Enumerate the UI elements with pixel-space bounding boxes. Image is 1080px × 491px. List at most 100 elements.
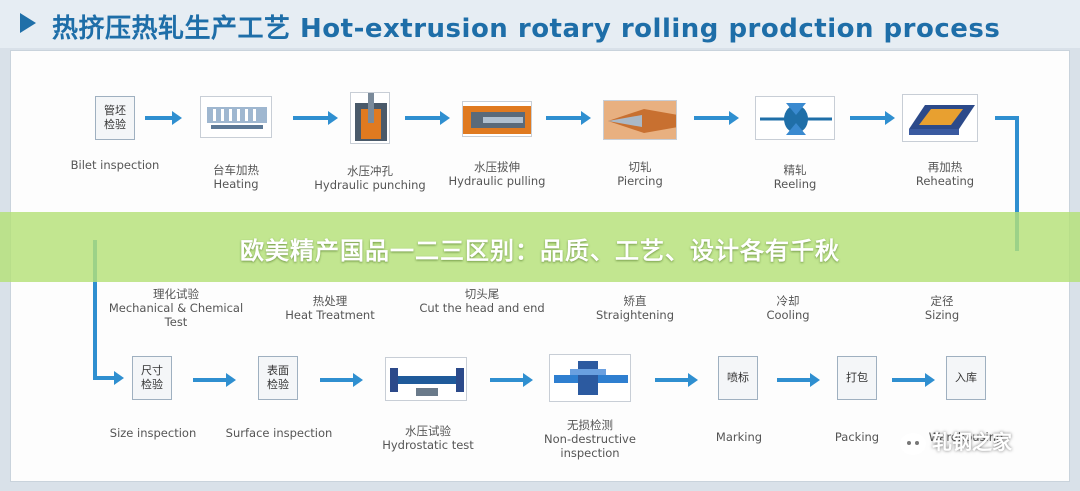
step-label-cn: 定径 [930,294,954,308]
packing-box-text: 打包 [846,371,868,384]
hydrostatic-test-image [385,357,467,401]
billet-inspection-box-text: 管坯检验 [104,104,126,131]
step-label-en: Marking [715,430,763,444]
step-label-cn: 切轧 [628,160,652,174]
ndt-scanner-icon [554,361,628,395]
page-title: 热挤压热轧生产工艺 Hot-extrusion rotary rolling p… [52,14,1001,44]
step-label-en: Reheating [915,174,975,188]
step-label-en: Hydrostatic test [382,438,474,452]
piercing-mill-icon [604,101,676,139]
packing-box: 打包 [837,356,877,400]
step-label-en: Bilet inspection [70,158,160,172]
flow-arrow [490,373,533,387]
step-label: Packing [787,430,927,444]
pulling-die-icon [463,106,531,134]
step-label-cn: 矫直 [623,294,647,308]
punch-press-icon [355,93,387,141]
warehousing-box: 入库 [946,356,986,400]
step-label-en: Hydraulic pulling [448,174,546,188]
overlay-banner: 欧美精产国品一二三区别：品质、工艺、设计各有千秋 [0,212,1080,282]
step-label: Warehousing [896,430,1036,444]
flow-arrow [145,111,182,125]
step-label-en: Reeling [773,177,817,191]
flow-arrow [777,373,820,387]
billet-inspection-box: 管坯检验 [95,96,135,140]
step-label-en: Surface inspection [225,426,333,440]
step-label-en: Packing [834,430,880,444]
flow-arrow [546,111,591,125]
step-label-en: Warehousing [928,430,1004,444]
marking-box: 喷标 [718,356,758,400]
step-label-en: Heat Treatment [285,308,375,322]
watermark-text: 轧钢之家 [932,430,1012,454]
step-label-cn: 热处理 [312,294,348,308]
hydraulic-pulling-image [462,101,532,137]
non-destructive-image [549,354,631,402]
reheating-furnace-icon [909,105,975,135]
step-label-cn: 冷却 [776,294,800,308]
step-label-en: Hydraulic punching [314,178,426,192]
step-label-en: Cut the head and end [419,301,545,315]
flow-arrow [850,111,895,125]
step-label: Size inspection [83,426,223,440]
reheating-image [902,94,978,142]
overlay-banner-text: 欧美精产国品一二三区别：品质、工艺、设计各有千秋 [240,237,840,265]
step-label-en: Sizing [924,308,960,322]
step-label: Marking [669,430,809,444]
flow-arrow [892,373,935,387]
step-label-en: Piercing [617,174,663,188]
step-label-en: Non-destructive inspection [544,432,636,460]
flow-arrow [93,371,124,385]
connector-line [1015,116,1019,251]
step-label-en: Heating [213,177,259,191]
connector-line [93,240,97,380]
flow-arrow [320,373,363,387]
step-label-cn: 水压拔伸 [474,160,520,174]
heating-image [200,96,272,138]
surface-inspection-box-text: 表面检验 [267,364,289,391]
hydrostatic-tester-icon [390,368,464,396]
flow-arrow [193,373,236,387]
step-label-cn: 台车加热 [213,163,259,177]
step-label: Surface inspection [209,426,349,440]
step-label-cn: 理化试验 [153,287,199,301]
step-label-cn: 无损检测 [567,418,613,432]
step-label: Bilet inspection [45,158,185,172]
flow-arrow [694,111,739,125]
step-label-cn: 水压冲孔 [347,164,393,178]
flow-arrow [405,111,450,125]
piercing-image [603,100,677,140]
header-bar: 热挤压热轧生产工艺 Hot-extrusion rotary rolling p… [0,0,1080,48]
watermark: 轧钢之家 [900,426,1012,455]
step-label-en: Mechanical & Chemical Test [108,301,244,329]
reeling-mill-icon [760,103,832,135]
marking-box-text: 喷标 [727,371,749,384]
surface-inspection-box: 表面检验 [258,356,298,400]
size-inspection-box: 尺寸检验 [132,356,172,400]
connector-line [995,116,1019,120]
reeling-image [755,96,835,140]
warehousing-box-text: 入库 [955,371,977,384]
step-label-cn: 再加热 [927,160,963,174]
step-label-cn: 水压试验 [405,424,451,438]
step-label-en: Size inspection [109,426,197,440]
hydraulic-punching-image [350,92,390,144]
heating-furnace-icon [207,107,267,129]
flow-arrow [293,111,338,125]
step-label-en: Cooling [766,308,810,322]
step-label-en: Straightening [595,308,675,322]
